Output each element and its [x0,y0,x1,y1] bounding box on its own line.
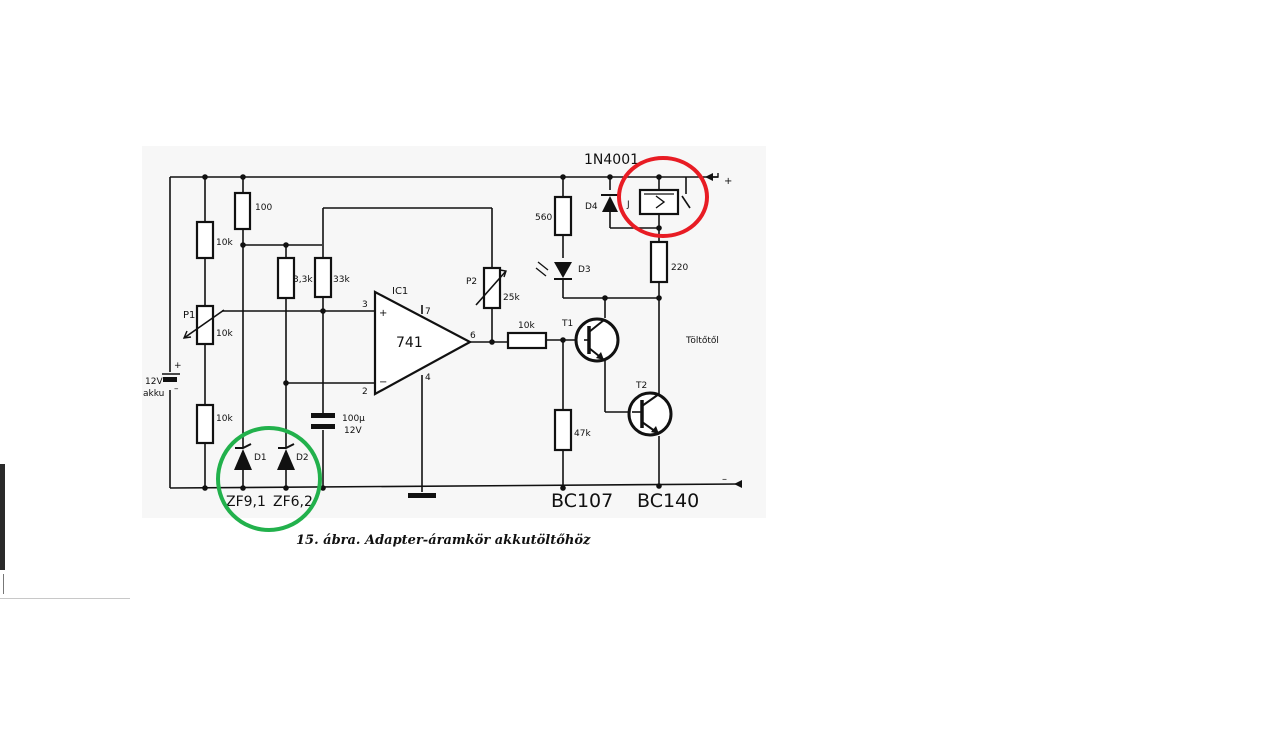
window-edge-bar [0,464,5,570]
transistor-t1 [574,317,620,363]
resistor-47k-label: 47k [574,429,591,439]
zener-type-1-label: ZF9,1 [226,494,266,510]
resistor-560-label: 560 [535,213,552,223]
d2-label: D2 [296,453,309,463]
capacitor-value-label: 100µ [342,414,365,424]
led-d3 [535,261,572,280]
charger-side-label: Töltőtől [685,336,719,346]
battery-name-label: akku [143,389,164,399]
wiring [169,176,741,492]
figure-caption: 15. ábra. Adapter-áramkör akkutöltőhöz [296,533,591,548]
window-edge-line [0,598,130,599]
ground-bar [408,493,436,498]
d3-label: D3 [578,265,591,275]
minus-terminal-label: – [722,474,727,485]
p1-value-label: 10k [216,329,233,339]
window-edge-mark [3,574,4,594]
resistor-3-3k [276,256,296,300]
resistor-10k-top-label: 10k [216,238,233,248]
plus-terminal-label: + [724,176,732,187]
resistor-220-label: 220 [671,263,688,273]
p2-name-label: P2 [466,277,477,287]
transistor-t2 [627,391,673,437]
resistor-10k-top [195,220,215,260]
p2-value-label: 25k [503,293,520,303]
charger-input-arrows [705,173,742,488]
opamp-plus-label: + [379,308,387,319]
resistor-10k-bottom [195,403,215,445]
capacitor-100u [311,413,335,429]
resistor-33k-label: 33k [333,275,350,285]
resistor-100 [233,191,252,231]
capacitor-voltage-label: 12V [344,426,362,436]
top-diode-label: 1N4001 [584,152,639,168]
t1-label: T1 [561,319,573,329]
battery-voltage-label: 12V [145,377,163,387]
battery-symbol [162,373,180,382]
diode-d4 [601,194,619,212]
resistor-10k-base-label: 10k [518,321,535,331]
green-highlight-circle [216,426,322,532]
d4-label: D4 [585,202,598,212]
opamp-pin4-label: 4 [425,373,431,383]
d1-label: D1 [254,453,267,463]
resistor-220 [649,240,669,284]
t1-type-label: BC107 [551,490,613,512]
p1-name-label: P1 [183,310,195,321]
junction-dots [202,174,662,491]
potentiometer-p1 [182,304,225,346]
op-amp-741 [373,290,473,396]
zener-type-2-label: ZF6,2 [273,494,313,510]
battery-minus-label: – [174,384,179,394]
opamp-pin7-label: 7 [425,307,431,317]
t2-type-label: BC140 [637,490,699,512]
relay-label: J [626,200,630,210]
opamp-pin6-label: 6 [470,331,476,341]
opamp-minus-label: − [379,377,387,388]
relay-coil-j [638,188,680,216]
opamp-pin3-label: 3 [362,300,368,310]
resistor-100-label: 100 [255,203,272,213]
zener-diode-d1 [234,443,252,470]
t2-label: T2 [635,381,647,391]
resistor-10k-base [506,331,548,350]
red-highlight-circle [617,156,709,238]
potentiometer-p2 [475,266,507,310]
resistor-33k [313,256,333,299]
opamp-type-label: 741 [396,335,423,351]
resistor-47k [553,408,573,452]
resistor-560 [553,195,573,237]
zener-diode-d2 [277,443,295,470]
opamp-name-label: IC1 [392,286,408,297]
resistor-3-3k-label: 3,3k [293,275,313,285]
resistor-10k-bottom-label: 10k [216,414,233,424]
battery-plus-label: + [174,361,182,371]
opamp-pin2-label: 2 [362,387,368,397]
